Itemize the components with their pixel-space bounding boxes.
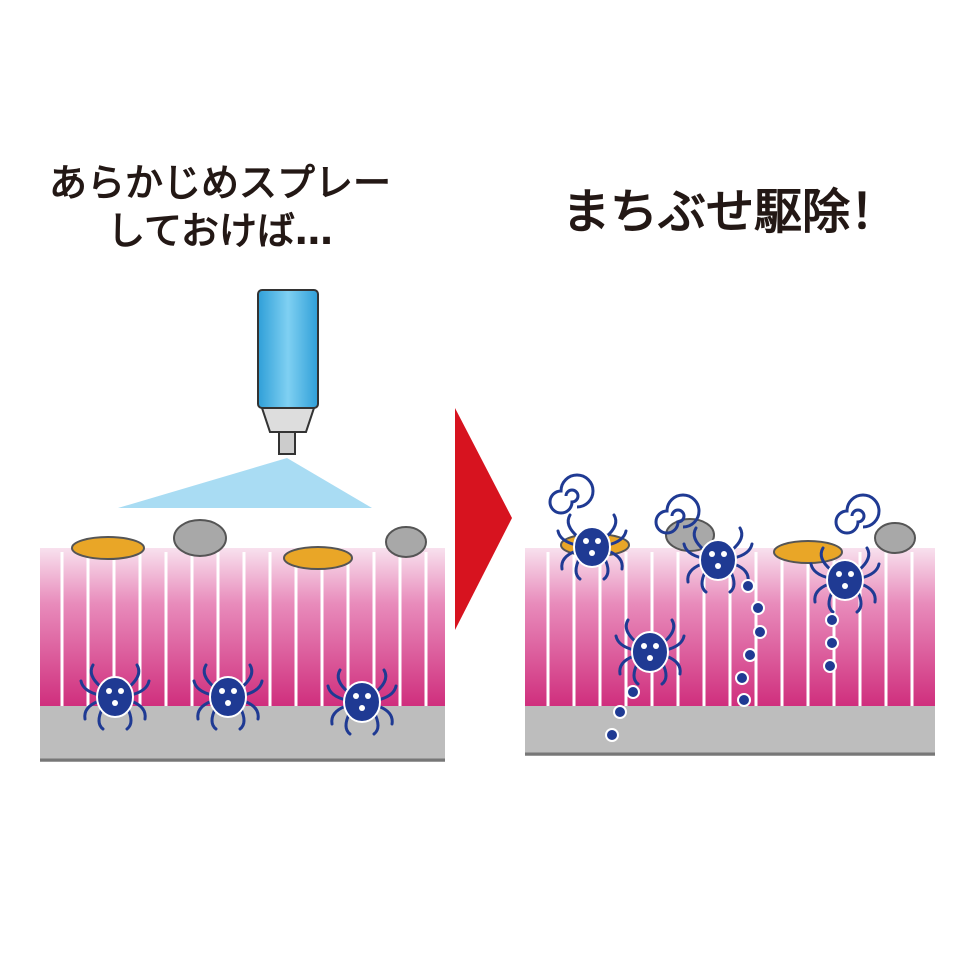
carpet-right [525,473,935,756]
left-caption: あらかじめスプレー しておけば… [30,160,410,255]
bubbles [605,579,839,742]
carpet-left [40,519,445,762]
left-caption-line1: あらかじめスプレー [48,161,391,205]
arrow-right-icon [455,408,512,630]
left-caption-line2: しておけば… [107,208,333,253]
right-caption: まちぶせ駆除！ [561,184,898,240]
spray-mist [118,458,372,508]
swirl-icon [548,473,881,535]
spray-can [257,289,319,455]
